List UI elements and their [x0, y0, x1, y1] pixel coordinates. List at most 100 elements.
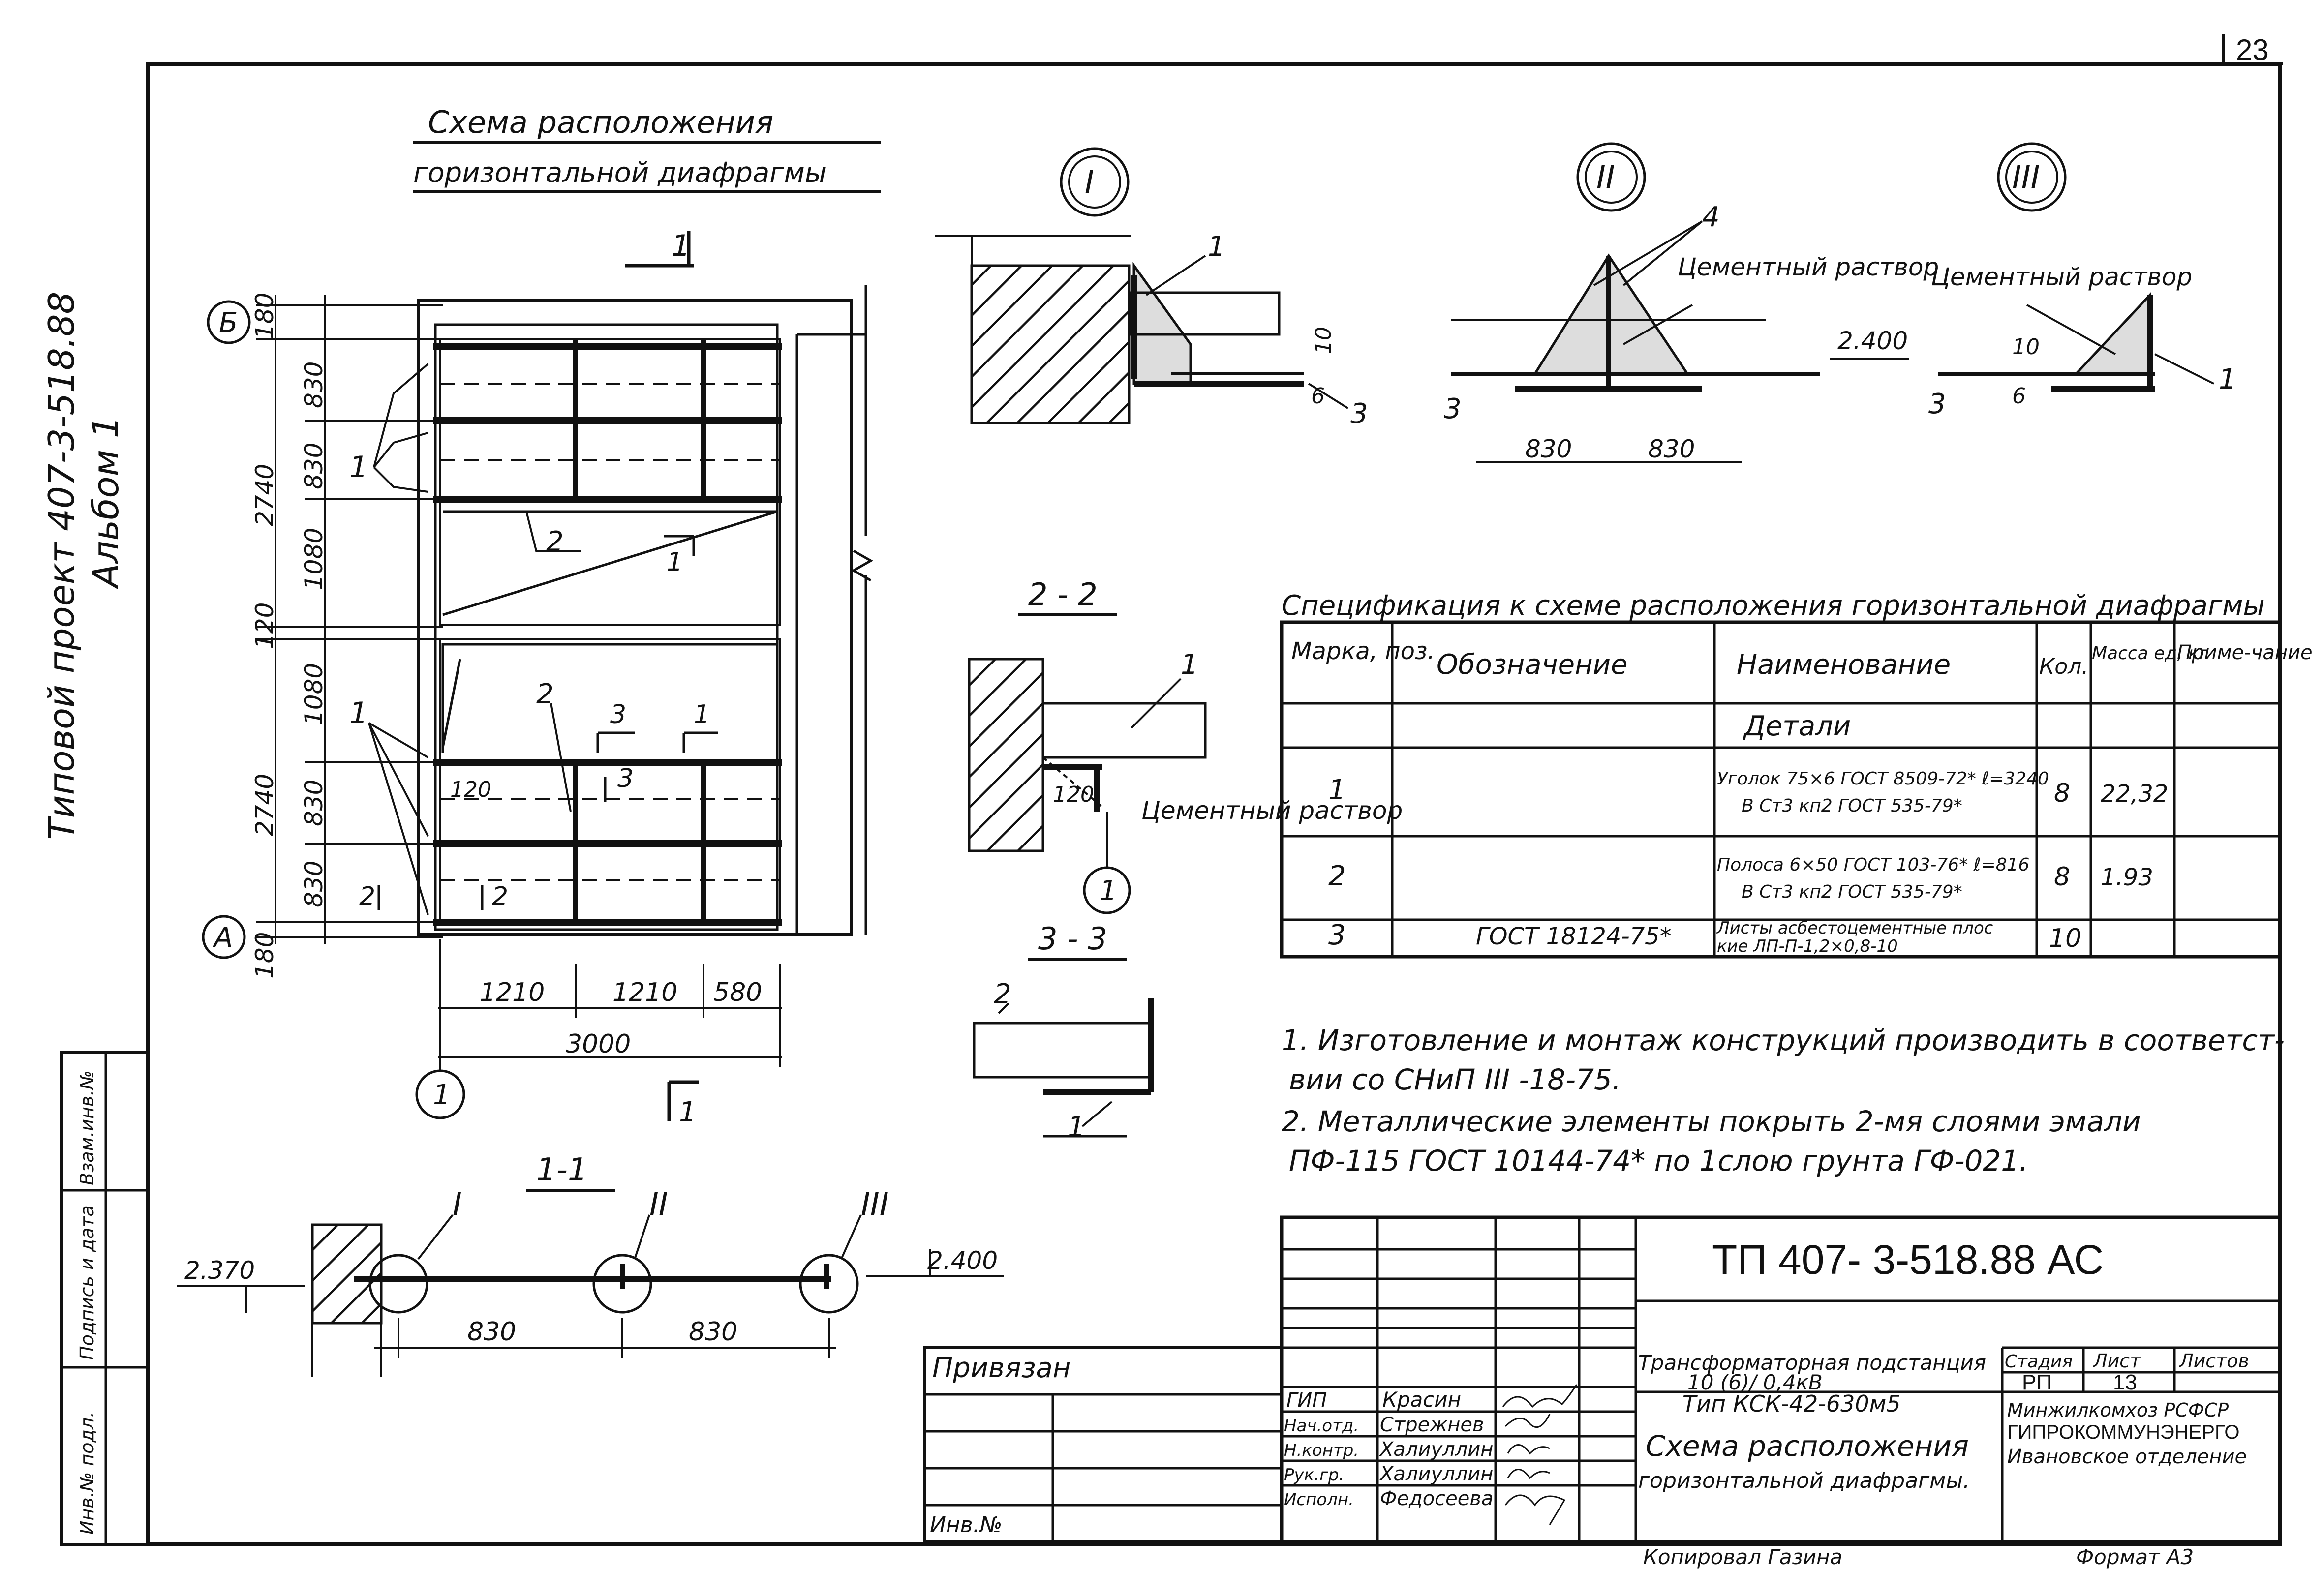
node-ii-dim830a: 830	[1525, 435, 1572, 463]
node-iii-pos1: 1	[2219, 363, 2236, 395]
section-22-title: 2 - 2	[1028, 576, 1098, 612]
spec-r3-name1: Листы асбестоцементные плос	[1716, 918, 1993, 938]
section-33-pos1: 1	[1068, 1111, 1085, 1143]
section-11-dim-b: 830	[689, 1317, 737, 1347]
tb-role-3: Н.контр.	[1284, 1441, 1359, 1460]
tb-sheet-title-1: Схема расположения	[1646, 1429, 1969, 1463]
spec-title: Спецификация к схеме расположения горизо…	[1282, 590, 2265, 622]
node-i: I 1 10 6 3	[935, 147, 1368, 430]
axis-b: Б	[219, 307, 238, 339]
spec-r1-name2: В Ст3 кп2 ГОСТ 535-79*	[1742, 796, 1962, 816]
node-ii: II 4 Цементный раствор 2.400 3 830 830	[1444, 142, 1939, 463]
section-11-m3: III	[861, 1186, 889, 1223]
side-title-line1: Типовой проект 407-3-518.88	[41, 292, 82, 840]
tb-format: Формат А3	[2076, 1545, 2194, 1569]
dim-v-830-b: 830	[300, 443, 328, 489]
page-number: 23	[2236, 33, 2269, 66]
dim-v-180-top: 180	[250, 293, 279, 339]
section-mark-top: 1	[672, 229, 690, 263]
section-33-pos2: 2	[994, 978, 1011, 1010]
dim-v-830-a: 830	[300, 362, 328, 408]
node-ii-dim830b: 830	[1648, 435, 1695, 463]
dim-v-830-d: 830	[300, 861, 328, 907]
tb-role-2: Нач.отд.	[1284, 1416, 1359, 1436]
dim-v-830-c: 830	[300, 780, 328, 826]
node-i-pos1: 1	[1208, 231, 1225, 263]
node-iii-dim6: 6	[2012, 384, 2026, 409]
notes: 1. Изготовление и монтаж конструкций про…	[1282, 1024, 2285, 1177]
tb-org-3: Ивановское отделение	[2007, 1446, 2247, 1468]
side-title-line2: Альбом 1	[85, 416, 126, 589]
section-22-120: 120	[1053, 782, 1094, 807]
tb-project-1: Трансформаторная подстанция	[1638, 1351, 1986, 1375]
label-pos2-upper: 2	[546, 526, 564, 558]
node-i-pos3: 3	[1350, 398, 1368, 430]
note-line-3: 2. Металлические элементы покрыть 2-мя с…	[1282, 1105, 2141, 1138]
section-11-m2: II	[649, 1186, 668, 1223]
tb-role-1: ГИП	[1286, 1389, 1327, 1412]
title-block: ТП 407- 3-518.88 АС Трансформаторная под…	[923, 1215, 2282, 1569]
label-pos1-upper: 1	[349, 450, 368, 484]
spec-r2-name1: Полоса 6×50 ГОСТ 103-76* ℓ=816	[1717, 855, 2029, 875]
label-pos1-lower: 1	[349, 696, 368, 730]
dim-h-3000: 3000	[566, 1029, 631, 1059]
spec-r3-designation: ГОСТ 18124-75*	[1476, 923, 1672, 950]
tb-stage: РП	[2022, 1370, 2052, 1394]
dim-v-120: 120	[250, 603, 279, 649]
section-22-mortar: Цементный раствор	[1141, 796, 1403, 825]
note-line-2: вии со СНиП III -18-75.	[1289, 1063, 1621, 1096]
section-11-m1: I	[453, 1186, 462, 1223]
tb-privyazan: Привязан	[932, 1352, 1070, 1384]
tb-sheet-label: Лист	[2092, 1350, 2141, 1372]
spec-r1-pos: 1	[1328, 774, 1346, 806]
tb-name-4: Халиуллин	[1379, 1463, 1493, 1485]
spec-r2-qty: 8	[2054, 862, 2070, 892]
node-i-dim6: 6	[1311, 384, 1325, 409]
label-sec2-b: 2	[492, 882, 508, 911]
tb-project-2: 10 (6)/ 0,4кВ	[1687, 1370, 1823, 1394]
axis-1: 1	[433, 1079, 451, 1111]
tb-org-1: Минжилкомхоз РСФСР	[2007, 1399, 2229, 1421]
section-2-2: 2 - 2 120 1 1 Цементный раствор	[968, 576, 1403, 914]
tb-org-2: ГИПРОКОММУНЭНЕРГО	[2007, 1421, 2240, 1443]
node-mark-iii: III	[2012, 159, 2040, 196]
side-stamp-vzam: Взам.инв.№	[76, 1070, 98, 1185]
dim-v-1080-b: 1080	[300, 663, 328, 725]
tb-role-5: Исполн.	[1284, 1490, 1354, 1509]
label-sec3-b: 3	[617, 764, 634, 793]
node-iii: III Цементный раствор 1 3 10 6	[1928, 142, 2236, 420]
tb-stage-label: Стадия	[2005, 1352, 2073, 1372]
tb-sheet: 13	[2113, 1370, 2137, 1394]
section-22-pos1: 1	[1181, 649, 1198, 681]
node-i-dim10: 10	[1311, 327, 1336, 354]
dim-v-2740-top: 2740	[250, 464, 279, 526]
node-ii-level: 2.400	[1837, 327, 1908, 355]
spec-r1-qty: 8	[2054, 779, 2070, 808]
spec-h-mass: Масса ед, кг	[2092, 643, 2209, 664]
tb-inv: Инв.№	[930, 1512, 1002, 1538]
node-ii-pos3: 3	[1444, 393, 1462, 425]
label-sec1-lower: 1	[694, 700, 710, 729]
side-stamp-inv: Инв.№ подл.	[76, 1412, 98, 1535]
tb-name-2: Стрежнев	[1380, 1414, 1484, 1436]
section-11-level-left: 2.370	[184, 1256, 255, 1285]
note-line-1: 1. Изготовление и монтаж конструкций про…	[1282, 1024, 2285, 1057]
node-iii-dim10: 10	[2012, 334, 2040, 360]
spec-group: Детали	[1743, 710, 1851, 742]
tb-copied: Копировал Газина	[1643, 1545, 1842, 1569]
dim-v-180-bottom: 180	[250, 932, 279, 979]
dim-h-1210-b: 1210	[612, 978, 677, 1007]
label-sec1-upper: 1	[667, 547, 683, 577]
node-ii-pos4: 4	[1702, 201, 1720, 233]
spec-r2-mass: 1.93	[2101, 864, 2153, 891]
section-11-title: 1-1	[536, 1152, 588, 1188]
spec-h-name: Наименование	[1737, 649, 1951, 681]
spec-h-qty: Кол.	[2039, 654, 2088, 679]
node-mark-ii: II	[1596, 159, 1615, 196]
tb-code: ТП 407- 3-518.88 АС	[1712, 1237, 2104, 1283]
tb-sheet-title-2: горизонтальной диафрагмы.	[1638, 1468, 1970, 1493]
note-line-4: ПФ-115 ГОСТ 10144-74* по 1слою грунта ГФ…	[1289, 1144, 2028, 1177]
label-pos2-lower: 2	[536, 678, 554, 710]
spec-r1-name1: Уголок 75×6 ГОСТ 8509-72* ℓ=3240	[1717, 769, 2049, 789]
